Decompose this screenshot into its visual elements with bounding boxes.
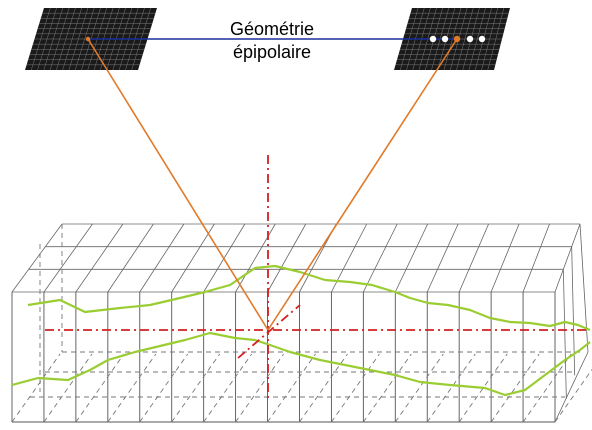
ground-diagonal (331, 353, 380, 423)
candidate-dot (441, 35, 449, 43)
projection-rays (87, 38, 458, 331)
top-depth-line (426, 223, 459, 293)
side-back-edge (579, 223, 589, 353)
ground-dashed-lines (11, 224, 592, 423)
ground-diagonal (554, 368, 592, 423)
ground-diagonal (235, 353, 284, 423)
ray-left (87, 38, 269, 331)
ground-diagonal (11, 353, 61, 423)
match-candidates (429, 35, 486, 43)
top-face-grid (11, 223, 581, 293)
ground-diagonal (490, 353, 540, 423)
top-depth-line (235, 223, 276, 293)
ground-diagonal (299, 353, 348, 423)
ground-diagonal (522, 353, 572, 423)
voxel-grid (11, 223, 592, 423)
candidate-dot (466, 35, 474, 43)
ground-diagonal (458, 353, 508, 423)
top-depth-line (394, 223, 429, 293)
ground-diagonal (203, 353, 253, 423)
top-depth-line (139, 223, 185, 293)
top-depth-line (267, 223, 307, 293)
side-bottom-edge (554, 351, 589, 423)
ground-diagonal (362, 353, 412, 423)
caption-line-2: épipolaire (233, 42, 311, 62)
depth-axis (237, 304, 301, 359)
top-depth-line (554, 223, 581, 293)
ground-diagonal (394, 353, 444, 423)
top-depth-line (75, 223, 124, 293)
surface-curve-upper (27, 264, 591, 332)
ground-diagonal (43, 353, 93, 423)
surface-curve-lower (11, 331, 591, 397)
ground-diagonal (267, 353, 316, 423)
top-depth-line (362, 223, 398, 293)
ground-diagonal (171, 353, 221, 423)
candidate-dot (429, 35, 437, 43)
side-vertical-line (562, 269, 567, 399)
ground-diagonal (75, 353, 125, 423)
ground-diagonal (107, 353, 157, 423)
ray-right (267, 38, 458, 331)
top-depth-line (171, 223, 215, 293)
candidate-dot (478, 35, 486, 43)
top-depth-line (107, 223, 154, 293)
ground-diagonal (139, 353, 189, 423)
caption-line-1: Géométrie (230, 19, 314, 39)
top-depth-line (11, 223, 63, 293)
top-depth-line (522, 223, 550, 293)
top-depth-line (458, 223, 489, 293)
ground-diagonal (426, 353, 476, 423)
dash-dot-axes (45, 155, 590, 400)
top-depth-line (43, 223, 93, 293)
top-depth-line (490, 223, 520, 293)
